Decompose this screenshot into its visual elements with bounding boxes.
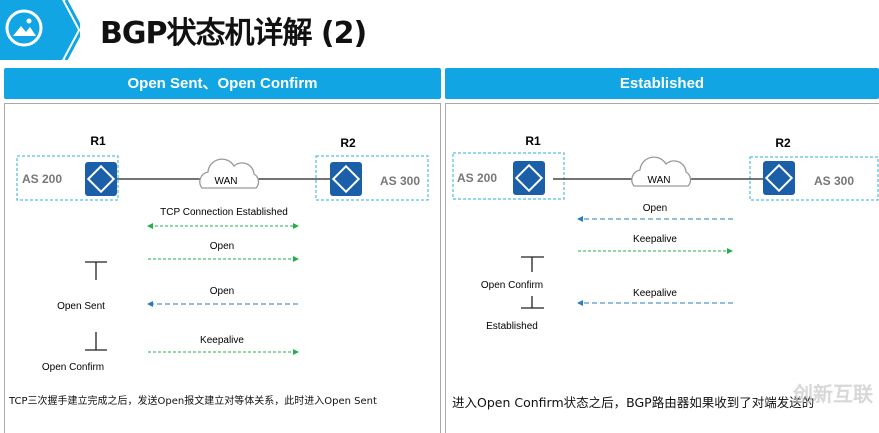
as300-label: AS 300 bbox=[814, 174, 854, 188]
state-label: Open Sent bbox=[57, 301, 105, 312]
right-description: 进入Open Confirm状态之后，BGP路由器如果收到了对端发送的 bbox=[452, 395, 815, 410]
as200-label: AS 200 bbox=[457, 171, 497, 185]
router-icon bbox=[84, 161, 118, 197]
as200-box bbox=[452, 152, 565, 200]
r1-label: R1 bbox=[90, 134, 106, 148]
state-label: Established bbox=[486, 321, 538, 332]
r2-label: R2 bbox=[340, 136, 356, 150]
right-panel-heading: Established bbox=[445, 68, 879, 99]
watermark: 创新互联 bbox=[793, 384, 873, 406]
msg-label: Keepalive bbox=[633, 234, 677, 245]
state-start-marker bbox=[85, 261, 107, 280]
state-end-marker bbox=[521, 296, 544, 309]
as300-label: AS 300 bbox=[380, 174, 420, 188]
left-diagram: R1 R2 AS 200 AS 300 WAN TCP Connection E… bbox=[16, 134, 429, 373]
state-label: Open Confirm bbox=[481, 280, 543, 291]
state-end-marker bbox=[85, 332, 107, 351]
r1-label: R1 bbox=[525, 134, 541, 148]
as300-box bbox=[315, 155, 429, 201]
msg-label: Open bbox=[210, 286, 234, 297]
page-title: BGP状态机详解 (2) bbox=[100, 16, 367, 51]
r2-label: R2 bbox=[775, 136, 791, 150]
state-start-marker bbox=[521, 256, 544, 272]
msg-label: TCP Connection Established bbox=[160, 207, 288, 218]
router-icon bbox=[762, 160, 796, 196]
wan-label: WAN bbox=[648, 175, 671, 186]
state-label: Open Confirm bbox=[42, 362, 104, 373]
msg-label: Keepalive bbox=[200, 335, 244, 346]
right-diagram: R1 R2 AS 200 AS 300 WAN Open Keepalive K… bbox=[452, 134, 879, 332]
msg-label: Open bbox=[643, 203, 667, 214]
left-description: TCP三次握手建立完成之后，发送Open报文建立对等体关系，此时进入Open S… bbox=[9, 396, 377, 407]
left-panel-heading: Open Sent、Open Confirm bbox=[4, 68, 441, 99]
right-panel bbox=[445, 103, 879, 433]
msg-label: Keepalive bbox=[633, 288, 677, 299]
left-panel bbox=[4, 103, 441, 433]
msg-label: Open bbox=[210, 241, 234, 252]
wan-label: WAN bbox=[215, 176, 238, 187]
router-icon bbox=[512, 160, 546, 196]
image-icon bbox=[0, 0, 80, 60]
as200-label: AS 200 bbox=[22, 172, 62, 186]
router-icon bbox=[329, 161, 363, 197]
diagrams: R1 R2 AS 200 AS 300 WAN TCP Connection E… bbox=[16, 134, 879, 373]
as200-box bbox=[16, 155, 119, 201]
